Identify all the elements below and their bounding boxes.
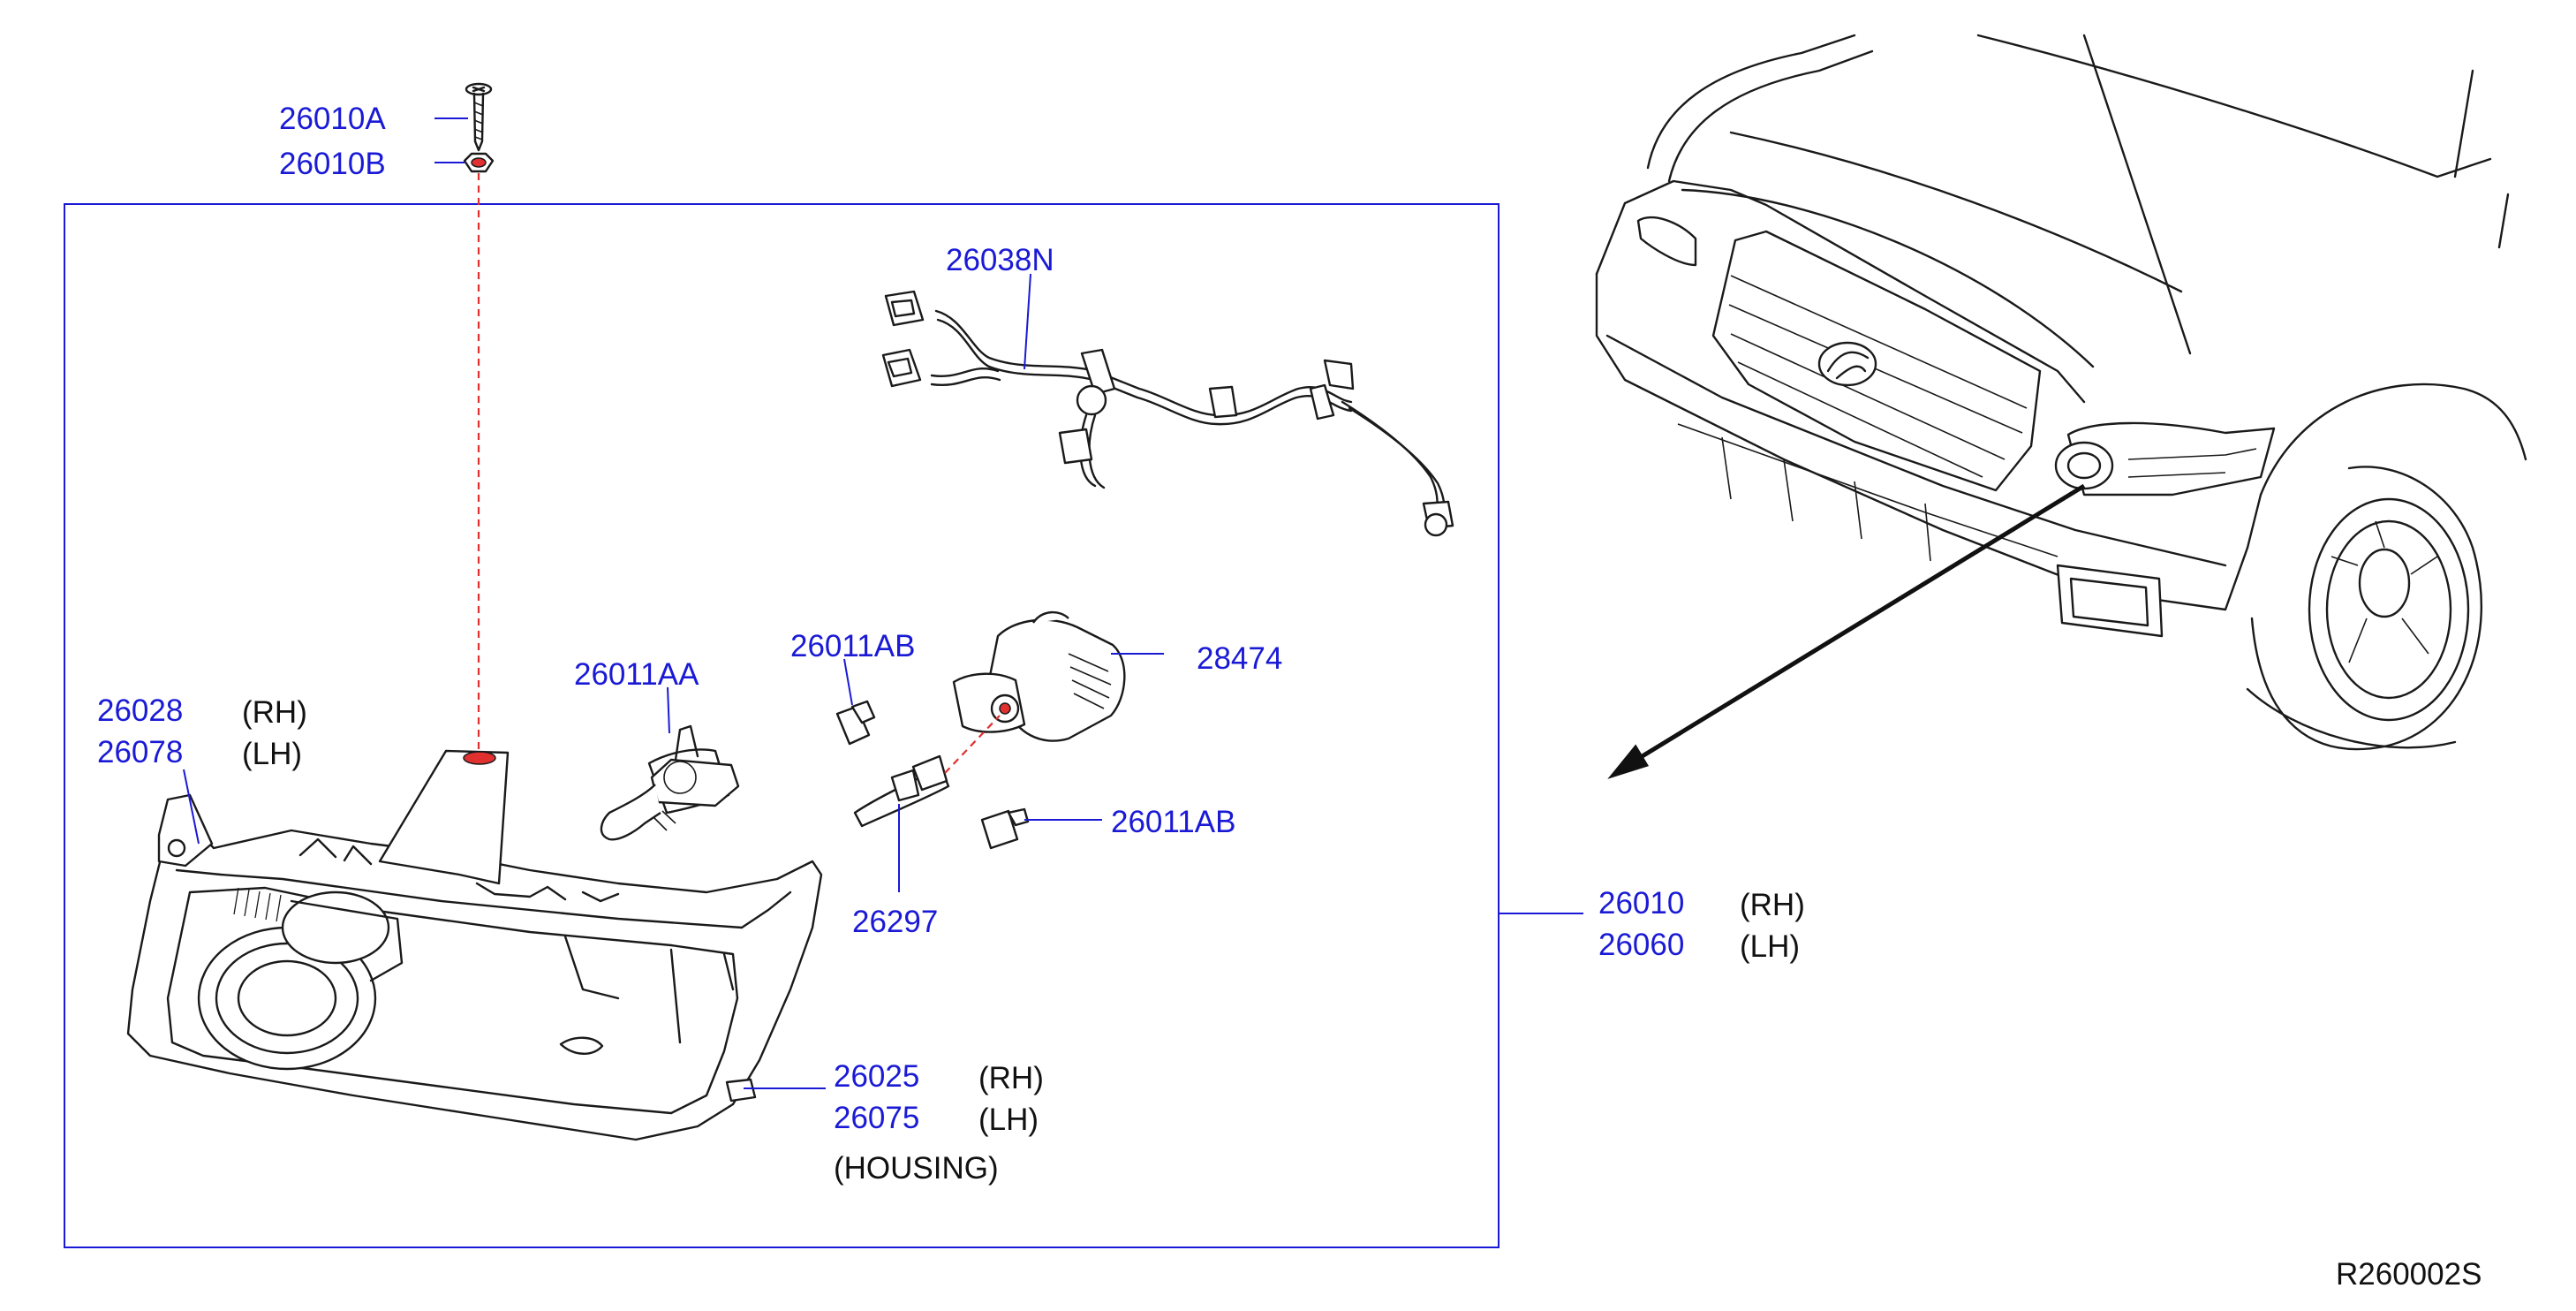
label-26078-side: (LH) (242, 737, 302, 771)
side-bulb-icon (853, 754, 950, 828)
assembly-frame (64, 203, 1500, 1248)
label-26075: 26075 (834, 1101, 919, 1135)
label-26028: 26028 (97, 693, 183, 728)
label-26078: 26078 (97, 735, 183, 769)
wedge-bulb-icon (835, 700, 876, 746)
label-26075-side: (LH) (978, 1103, 1039, 1137)
label-26010A: 26010A (279, 102, 386, 136)
leader-26011AB-top (843, 658, 853, 706)
label-26010-side: (RH) (1740, 888, 1805, 922)
label-housing: (HOUSING) (834, 1151, 999, 1186)
label-26025: 26025 (834, 1059, 919, 1094)
location-arrow-head (1607, 744, 1650, 779)
reference-code: R260002S (2336, 1257, 2482, 1292)
leader-26028-26078 (183, 769, 200, 845)
label-26028-side: (RH) (242, 695, 307, 730)
label-26060: 26060 (1598, 928, 1684, 962)
label-26025-side: (RH) (978, 1061, 1044, 1095)
leader-26011AA (667, 686, 670, 734)
label-28474: 28474 (1197, 641, 1282, 676)
lamp-socket-icon (952, 610, 1126, 742)
label-26011AB-bottom: 26011AB (1111, 805, 1235, 839)
label-26011AA: 26011AA (574, 657, 699, 692)
headlamp-harness-icon (881, 290, 1454, 537)
label-26297: 26297 (852, 905, 938, 939)
headlamp-housing-icon (126, 749, 823, 1141)
clip-nut-icon (463, 152, 495, 173)
label-26010: 26010 (1598, 886, 1684, 921)
label-26060-side: (LH) (1740, 929, 1800, 964)
label-26038N: 26038N (946, 243, 1054, 277)
bulb-socket-line (944, 715, 1001, 774)
location-arrow (1623, 483, 2086, 769)
label-26011AB-top: 26011AB (790, 629, 915, 663)
headlamp-bulb-icon (600, 724, 740, 841)
label-26010B: 26010B (279, 147, 386, 181)
wedge-bulb-bottom-icon (980, 807, 1030, 850)
vehicle-front-icon (1595, 34, 2527, 751)
screw-icon (465, 82, 493, 152)
leader-26038N (1024, 273, 1031, 370)
